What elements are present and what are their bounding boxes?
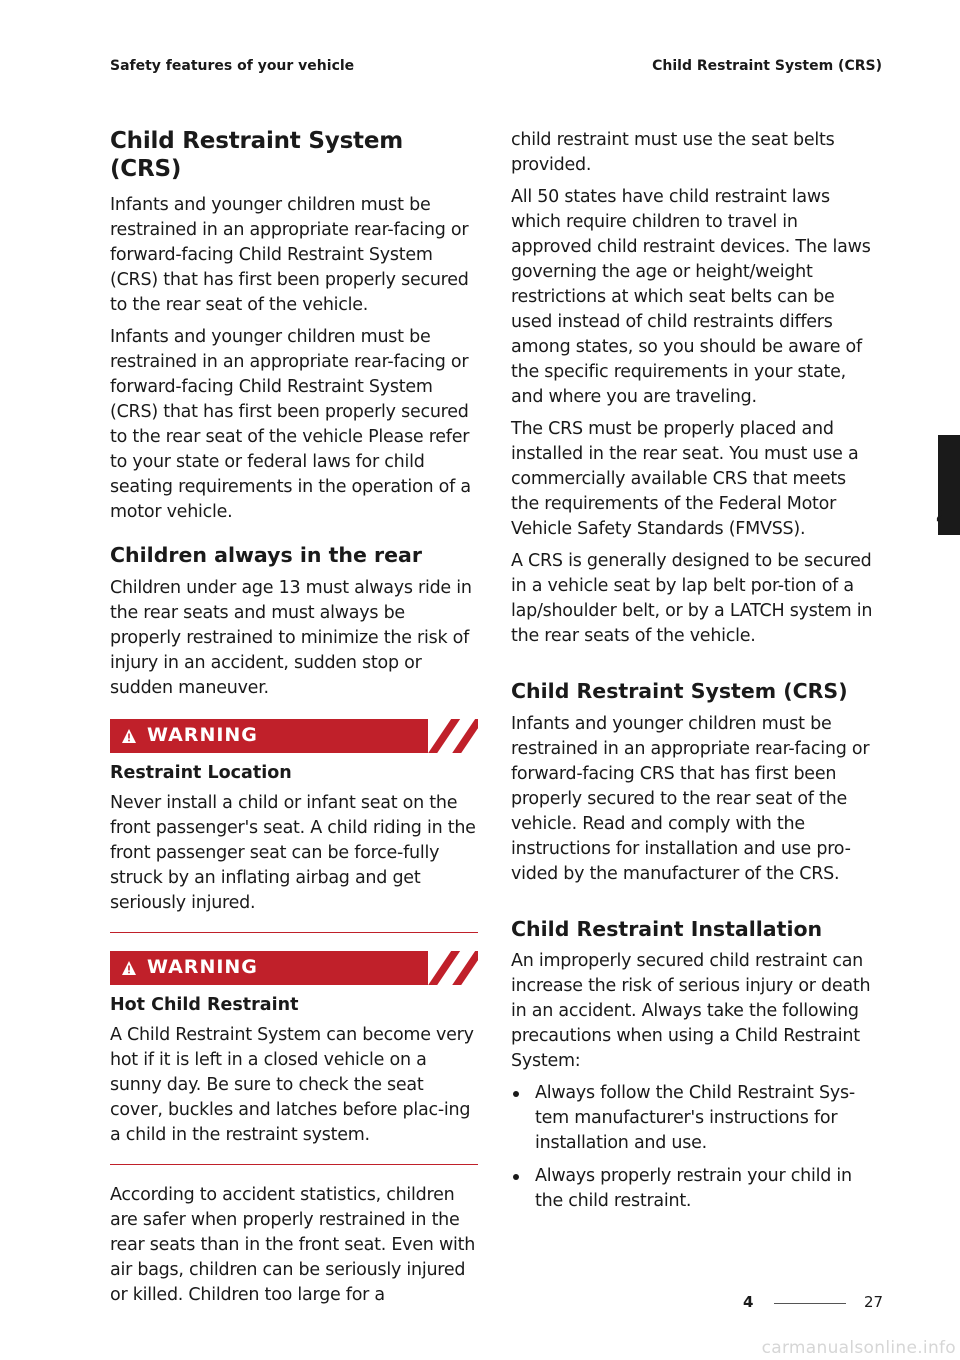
children-rear-paragraph: Children under age 13 must always ride i… — [110, 577, 472, 698]
intro-paragraph-2: Infants and younger children must be res… — [110, 327, 471, 523]
crs-placement-paragraph: The CRS must be properly placed and inst… — [511, 419, 859, 539]
list-item: Always properly restrain your child in t… — [511, 1164, 879, 1214]
warning-title: Restraint Location — [110, 762, 292, 783]
chapter-tab — [938, 435, 960, 535]
children-rear-heading: Children always in the rear — [110, 543, 422, 568]
section-title: Child Restraint System (CRS) — [110, 128, 404, 182]
footer-chapter-number: 4 — [743, 1293, 754, 1311]
bullet-icon — [513, 1091, 519, 1098]
state-laws-paragraph: All 50 states have child restraint laws … — [511, 187, 871, 407]
chapter-tab-number: 4 — [936, 505, 950, 529]
footer-divider — [774, 1303, 846, 1304]
warning-label: WARNING — [147, 723, 258, 746]
intro-paragraph: Infants and younger children must be res… — [110, 195, 469, 316]
warning-title-2: Hot Child Restraint — [110, 994, 299, 1015]
installation-heading: Child Restraint Installation — [511, 916, 823, 941]
warning-text: Never install a child or infant seat on … — [110, 792, 476, 913]
warning-stripes — [424, 950, 478, 985]
crs-paragraph: Infants and younger children must be res… — [511, 713, 870, 884]
page-number: 27 — [864, 1293, 884, 1311]
warning-divider — [110, 931, 478, 933]
precautions-list: Always follow the Child Restraint Sys-te… — [511, 1081, 879, 1214]
running-header-topic: Child Restraint System (CRS) — [652, 58, 882, 74]
latch-paragraph: A CRS is generally designed to be secure… — [511, 551, 873, 646]
warning-stripes — [424, 718, 478, 753]
warning-banner: WARNING — [110, 718, 478, 753]
left-column: Child Restraint System (CRS) Infants and… — [110, 128, 478, 1315]
bullet-icon — [513, 1174, 519, 1181]
crs-heading: Child Restraint System (CRS) — [511, 679, 848, 703]
running-header-section: Safety features of your vehicle — [110, 58, 355, 74]
statistics-paragraph: According to accident statistics, childr… — [110, 1184, 476, 1305]
warning-triangle-icon — [122, 728, 136, 743]
warning-text-2: A Child Restraint System can become very… — [110, 1024, 474, 1145]
warning-divider-2 — [110, 1163, 478, 1165]
continuation-paragraph: child restraint must use the seat belts … — [511, 130, 835, 175]
list-item: Always follow the Child Restraint Sys-te… — [511, 1081, 879, 1156]
warning-triangle-icon — [122, 960, 136, 975]
installation-paragraph: An improperly secured child restraint ca… — [511, 951, 871, 1072]
watermark: carmanualsonline.info — [761, 1338, 956, 1358]
right-column: child restraint must use the seat belts … — [511, 128, 879, 1222]
warning-banner-2: WARNING — [110, 950, 478, 985]
warning-label-2: WARNING — [147, 955, 258, 978]
